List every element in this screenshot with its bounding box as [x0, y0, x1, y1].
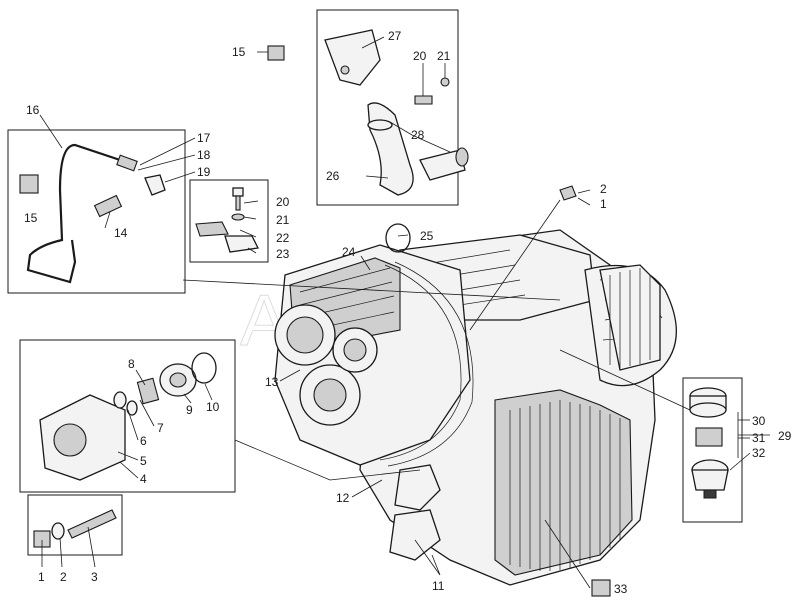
callout-22: 22 [276, 231, 290, 245]
callout-15-left: 15 [24, 211, 38, 225]
callout-30: 30 [752, 414, 766, 428]
callout-21-hose: 21 [437, 49, 451, 63]
nut-right-top [559, 185, 577, 201]
callout-8: 8 [128, 357, 135, 371]
callout-16: 16 [26, 103, 40, 117]
callout-21-bolt: 21 [276, 213, 290, 227]
callout-14: 14 [114, 226, 128, 240]
callout-4: 4 [140, 472, 147, 486]
callout-33: 33 [614, 582, 628, 596]
callout-labels: 1 2 3 4 5 6 7 8 9 10 11 12 13 14 15 15 1… [24, 29, 792, 596]
callout-1-right: 1 [600, 197, 607, 211]
callout-19: 19 [197, 165, 211, 179]
plug-33 [591, 579, 611, 597]
callout-27: 27 [388, 29, 402, 43]
filter-assembly [689, 387, 729, 499]
callout-32: 32 [752, 446, 766, 460]
callout-11: 11 [432, 579, 445, 593]
callout-26: 26 [326, 169, 340, 183]
callout-23: 23 [276, 247, 290, 261]
gasket-ring-25 [385, 223, 411, 253]
callout-7: 7 [157, 421, 164, 435]
frame-pump-group [19, 339, 236, 493]
pump-assembly [39, 352, 217, 481]
hose-assembly [267, 29, 469, 196]
leader-lines [39, 36, 770, 589]
drive-shaft-set [33, 509, 117, 548]
callout-12: 12 [336, 491, 350, 505]
callout-2-right: 2 [600, 182, 607, 196]
callout-5: 5 [140, 454, 147, 468]
callout-28: 28 [411, 128, 425, 142]
frame-hose-group [316, 9, 459, 206]
frame-oil-pipe-group [7, 129, 186, 294]
callout-6: 6 [140, 434, 147, 448]
callout-10: 10 [206, 400, 220, 414]
callout-9: 9 [186, 403, 193, 417]
callout-20-hose: 20 [413, 49, 427, 63]
callout-24: 24 [342, 245, 356, 259]
callout-31: 31 [752, 431, 766, 445]
callout-29: 29 [778, 429, 792, 443]
callout-25: 25 [420, 229, 434, 243]
callout-13: 13 [265, 375, 279, 389]
callout-2: 2 [60, 570, 67, 584]
callout-1: 1 [38, 570, 45, 584]
frame-filter-group [682, 377, 743, 523]
frame-drive-shaft-group [27, 494, 123, 556]
callout-20-bolt: 20 [276, 195, 290, 209]
callout-3: 3 [91, 570, 98, 584]
gearbox-housing [274, 229, 677, 586]
bolt-and-clamp-set [195, 187, 259, 253]
frame-bolt-clamp-group [189, 179, 269, 263]
callout-15-top: 15 [232, 45, 246, 59]
callout-18: 18 [197, 148, 211, 162]
callout-17: 17 [197, 131, 211, 145]
oil-pipe-assembly [19, 143, 166, 284]
